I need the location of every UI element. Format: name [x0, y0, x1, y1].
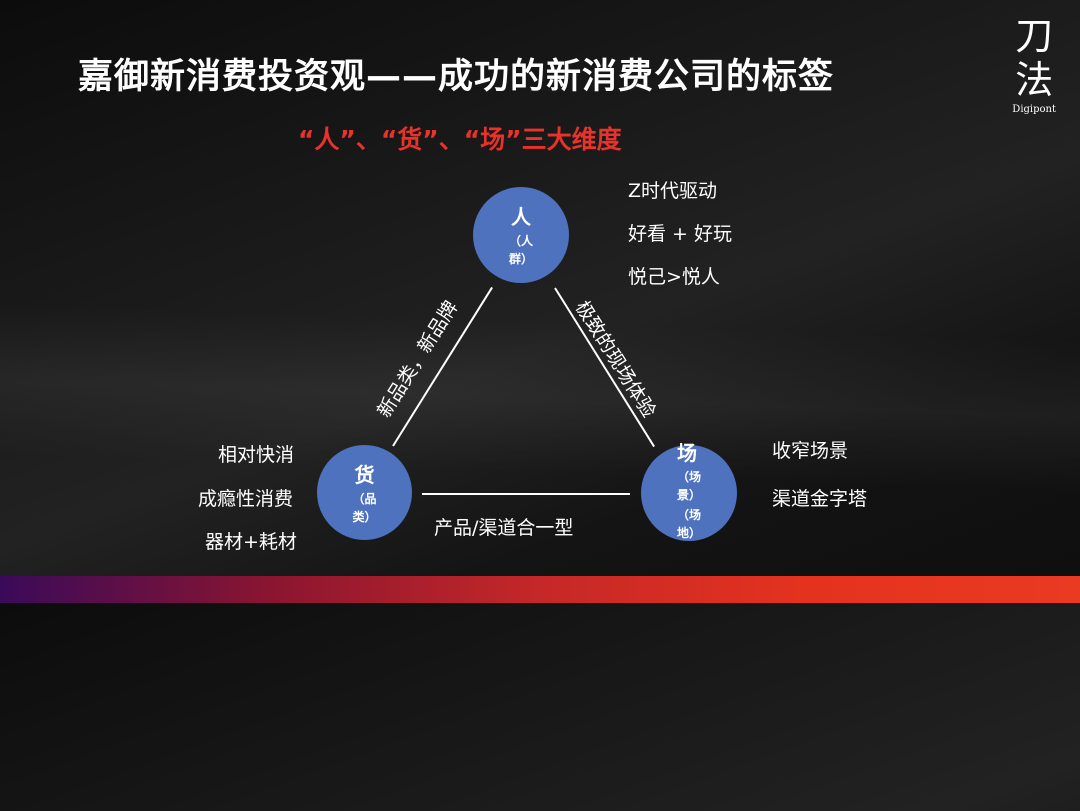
- goods-note: 相对快消: [218, 444, 295, 466]
- footer-gradient-bar: [0, 576, 1080, 603]
- node-subtitle: （场地）: [676, 508, 701, 540]
- node-people: 人 （人群）: [473, 187, 569, 283]
- people-note: 悦己>悦人: [628, 266, 720, 288]
- logo-char: 刀: [1015, 14, 1054, 58]
- place-note: 收窄场景: [772, 440, 849, 462]
- place-note: 渠道金字塔: [772, 488, 868, 510]
- slide-title: 嘉御新消费投资观——成功的新消费公司的标签: [78, 57, 835, 97]
- logo-english: Digipont: [1012, 104, 1056, 115]
- node-title: 人: [511, 205, 531, 229]
- node-title: 场: [677, 441, 697, 465]
- node-goods: 货 （品类）: [317, 445, 412, 540]
- slide-subtitle: “人”、“货”、“场”三大维度: [298, 125, 622, 154]
- node-subtitle: （人群）: [508, 234, 533, 266]
- node-subtitle: （场景）: [676, 470, 701, 502]
- logo: 刀 法 Digipont: [1012, 14, 1056, 115]
- people-note: 好看 + 好玩: [628, 223, 732, 245]
- goods-note: 器材+耗材: [205, 531, 297, 553]
- node-place: 场 （场景） （场地）: [641, 441, 737, 541]
- logo-char: 法: [1015, 58, 1054, 102]
- people-note: Z时代驱动: [628, 180, 718, 202]
- goods-note: 成瘾性消费: [198, 488, 294, 510]
- edge-label-goods-place: 产品/渠道合一型: [434, 517, 574, 539]
- node-subtitle: （品类）: [352, 492, 377, 524]
- edge-line-goods-place: [422, 493, 630, 495]
- node-title: 货: [354, 463, 375, 487]
